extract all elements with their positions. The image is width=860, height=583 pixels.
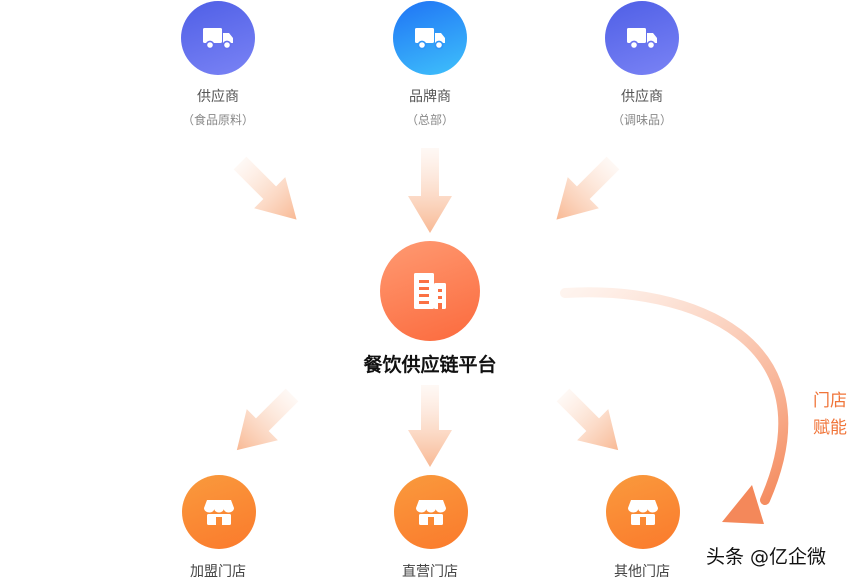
- storefront-icon: [204, 500, 234, 525]
- supplier-food: 供应商 （食品原料）: [138, 0, 298, 130]
- truck-icon: [203, 28, 233, 50]
- store-direct-title: 直营门店: [402, 564, 458, 580]
- platform-badge: [380, 241, 480, 341]
- truck-icon: [627, 28, 657, 50]
- empower-label-line1: 门店: [813, 391, 847, 411]
- brand-hq: 品牌商 （总部）: [350, 0, 510, 130]
- storefront-icon: [628, 500, 658, 525]
- supplier-seasoning: 供应商 （调味品）: [562, 0, 722, 130]
- brand-hq-subtitle: （总部）: [405, 113, 454, 127]
- supplier-food-subtitle: （食品原料）: [181, 113, 254, 127]
- supplier-seasoning-title: 供应商: [621, 89, 663, 105]
- store-direct: 直营门店: [350, 475, 510, 583]
- arrow-left-in: [233, 156, 297, 220]
- empower-label-line2: 赋能: [813, 418, 847, 438]
- brand-hq-title: 品牌商: [409, 89, 451, 105]
- arrow-right-out: [556, 388, 619, 451]
- store-franchise: 加盟门店: [138, 475, 298, 583]
- store-other-title: 其他门店: [614, 564, 670, 580]
- store-direct-badge: [394, 475, 468, 549]
- arrow-right-in: [556, 156, 620, 220]
- store-other: 其他门店: [562, 475, 722, 583]
- empower-curve-arrow: [560, 287, 789, 524]
- supplier-food-badge: [181, 1, 255, 75]
- store-franchise-badge: [182, 475, 256, 549]
- truck-icon: [415, 28, 445, 50]
- platform-node: 餐饮供应链平台: [320, 240, 540, 380]
- store-other-badge: [606, 475, 680, 549]
- supplier-food-title: 供应商: [197, 89, 239, 105]
- arrow-mid-in: [408, 148, 452, 233]
- supplier-seasoning-subtitle: （调味品）: [611, 113, 672, 127]
- platform-title: 餐饮供应链平台: [363, 354, 497, 376]
- building-icon: [414, 273, 446, 309]
- storefront-icon: [416, 500, 446, 525]
- brand-hq-badge: [393, 1, 467, 75]
- arrow-left-out: [236, 388, 299, 451]
- watermark: 头条 @亿企微: [706, 546, 827, 568]
- empower-label: 门店 赋能: [808, 388, 852, 442]
- arrow-mid-out: [408, 385, 452, 467]
- supplier-seasoning-badge: [605, 1, 679, 75]
- store-franchise-title: 加盟门店: [190, 564, 246, 580]
